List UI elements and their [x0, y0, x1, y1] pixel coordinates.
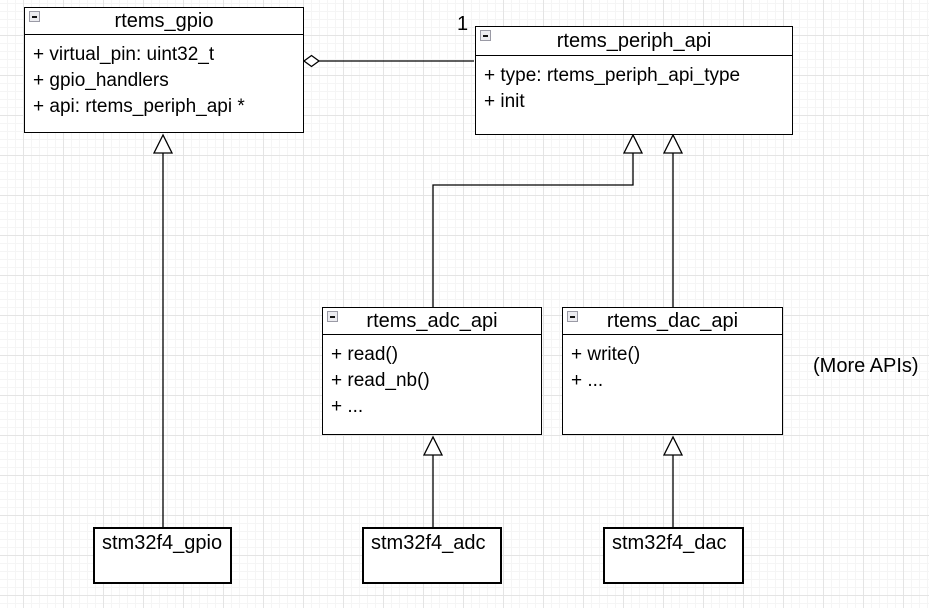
class-attributes: + read() + read_nb() + ... [323, 335, 541, 420]
generalization-triangle-icon [662, 133, 684, 154]
attribute: + api: rtems_periph_api * [33, 96, 245, 117]
class-header: rtems_dac_api [563, 308, 782, 335]
class-stm32f4-gpio[interactable]: stm32f4_gpio [93, 527, 232, 584]
aggregation-diamond-icon [302, 54, 321, 68]
aggregation-multiplicity-label: 1 [457, 13, 469, 35]
attribute: + init [484, 91, 525, 112]
edge-generalization-adc-periph[interactable] [432, 133, 644, 307]
attribute: + write() [571, 344, 641, 365]
class-title: stm32f4_dac [612, 532, 727, 554]
class-attributes: + virtual_pin: uint32_t + gpio_handlers … [25, 35, 303, 120]
edge-generalization-stm32f4dac-dac[interactable] [662, 435, 684, 527]
generalization-triangle-icon [622, 133, 644, 154]
attribute: + ... [571, 370, 604, 391]
class-rtems-periph-api[interactable]: rtems_periph_api + type: rtems_periph_ap… [475, 26, 793, 135]
class-rtems-gpio[interactable]: rtems_gpio + virtual_pin: uint32_t + gpi… [24, 7, 304, 133]
attribute: + read_nb() [331, 370, 430, 391]
minus-glyph [483, 34, 488, 37]
minus-glyph [32, 15, 37, 18]
attribute: + type: rtems_periph_api_type [484, 65, 741, 86]
attribute: + ... [331, 396, 364, 417]
class-stm32f4-adc[interactable]: stm32f4_adc [362, 527, 502, 584]
minus-glyph [330, 315, 335, 318]
more-apis-annotation: (More APIs) [813, 355, 919, 377]
class-rtems-dac-api[interactable]: rtems_dac_api + write() + ... [562, 307, 783, 435]
edge-generalization-dac-periph[interactable] [662, 133, 684, 307]
class-title: rtems_periph_api [556, 29, 712, 52]
class-title: rtems_adc_api [366, 309, 498, 332]
collapse-minus-icon[interactable] [567, 311, 578, 322]
collapse-minus-icon[interactable] [480, 30, 491, 41]
attribute: + virtual_pin: uint32_t [33, 44, 215, 65]
generalization-triangle-icon [152, 133, 174, 154]
class-title: stm32f4_adc [371, 532, 486, 554]
attribute: + gpio_handlers [33, 70, 169, 91]
collapse-minus-icon[interactable] [327, 311, 338, 322]
class-attributes: + type: rtems_periph_api_type + init [476, 56, 792, 115]
class-rtems-adc-api[interactable]: rtems_adc_api + read() + read_nb() + ... [322, 307, 542, 435]
edge-generalization-stm32f4gpio-gpio[interactable] [152, 133, 174, 527]
class-title: stm32f4_gpio [102, 532, 223, 554]
class-header: rtems_adc_api [323, 308, 541, 335]
minus-glyph [570, 315, 575, 318]
class-title: rtems_dac_api [606, 309, 739, 332]
edge-generalization-stm32f4adc-adc[interactable] [422, 435, 444, 527]
class-attributes: + write() + ... [563, 335, 782, 394]
class-title: rtems_gpio [114, 9, 214, 32]
generalization-triangle-icon [422, 435, 444, 456]
attribute: + read() [331, 344, 399, 365]
class-header: rtems_periph_api [476, 27, 792, 56]
collapse-minus-icon[interactable] [29, 11, 40, 22]
class-header: rtems_gpio [25, 8, 303, 35]
edge-aggregation-gpio-periph[interactable] [302, 54, 474, 68]
class-stm32f4-dac[interactable]: stm32f4_dac [603, 527, 744, 584]
generalization-triangle-icon [662, 435, 684, 456]
